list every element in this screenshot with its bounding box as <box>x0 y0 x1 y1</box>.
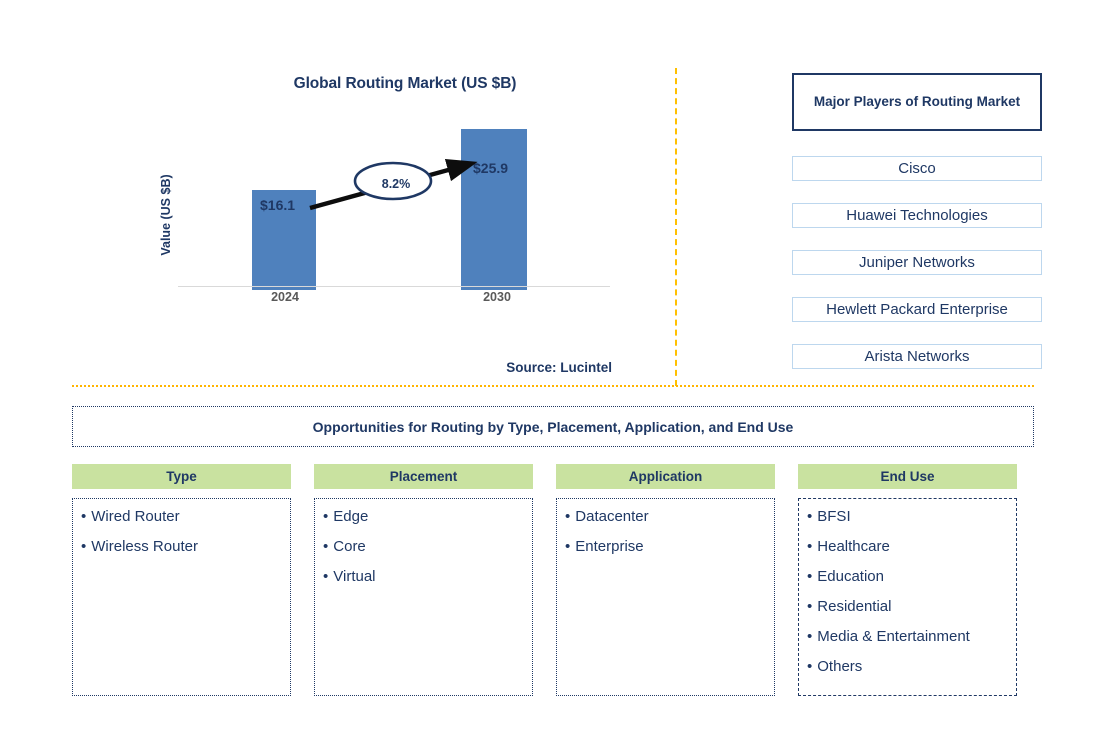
list-item: •BFSI <box>807 509 1008 524</box>
bar-chart: Value (US $B) <box>159 129 613 290</box>
list-item-label: Datacenter <box>575 508 649 525</box>
opportunity-column-end-use: End Use •BFSI •Healthcare •Education •Re… <box>798 464 1017 696</box>
bullet-icon: • <box>807 598 813 615</box>
list-item-label: Enterprise <box>575 538 644 555</box>
list-item-label: Media & Entertainment <box>817 628 970 645</box>
list-item: •Edge <box>323 509 524 524</box>
list-item-label: Others <box>817 658 863 675</box>
opportunities-banner: Opportunities for Routing by Type, Place… <box>72 406 1034 447</box>
list-item-label: Education <box>817 568 884 585</box>
column-header: Application <box>556 464 775 489</box>
list-item: •Enterprise <box>565 539 766 554</box>
list-item-label: Residential <box>817 598 892 615</box>
player-item[interactable]: Cisco <box>792 156 1042 181</box>
bar-value-2024: $16.1 <box>260 197 296 213</box>
player-item[interactable]: Hewlett Packard Enterprise <box>792 297 1042 322</box>
chart-title: Global Routing Market (US $B) <box>293 75 517 92</box>
list-item-label: Wireless Router <box>91 538 198 555</box>
player-item[interactable]: Arista Networks <box>792 344 1042 369</box>
source-label: Source: Lucintel <box>506 360 612 375</box>
player-item[interactable]: Huawei Technologies <box>792 203 1042 228</box>
bullet-icon: • <box>807 658 813 675</box>
list-item: •Education <box>807 569 1008 584</box>
column-header: End Use <box>798 464 1017 489</box>
major-players-panel: Major Players of Routing Market Cisco Hu… <box>792 73 1042 369</box>
x-tick-2030: 2030 <box>483 290 511 304</box>
column-body: •Edge •Core •Virtual <box>314 498 533 696</box>
bullet-icon: • <box>323 568 329 585</box>
list-item: •Residential <box>807 599 1008 614</box>
list-item: •Media & Entertainment <box>807 629 1008 644</box>
column-body: •BFSI •Healthcare •Education •Residentia… <box>798 498 1017 696</box>
opportunity-column-application: Application •Datacenter •Enterprise <box>556 464 775 696</box>
bullet-icon: • <box>323 508 329 525</box>
column-body: •Datacenter •Enterprise <box>556 498 775 696</box>
bullet-icon: • <box>81 538 87 555</box>
list-item-label: BFSI <box>817 508 851 525</box>
column-header: Placement <box>314 464 533 489</box>
bullet-icon: • <box>81 508 87 525</box>
list-item: •Healthcare <box>807 539 1008 554</box>
bar-2030 <box>461 129 527 290</box>
list-item-label: Healthcare <box>817 538 890 555</box>
list-item-label: Virtual <box>333 568 376 585</box>
list-item-label: Edge <box>333 508 369 525</box>
bullet-icon: • <box>807 568 813 585</box>
column-header: Type <box>72 464 291 489</box>
column-body: •Wired Router •Wireless Router <box>72 498 291 696</box>
list-item: •Datacenter <box>565 509 766 524</box>
bar-value-2030: $25.9 <box>473 160 509 176</box>
vertical-divider <box>675 68 677 386</box>
bullet-icon: • <box>323 538 329 555</box>
bullet-icon: • <box>807 508 813 525</box>
x-tick-2024: 2024 <box>271 290 299 304</box>
list-item: •Core <box>323 539 524 554</box>
cagr-label: 8.2% <box>381 177 411 191</box>
opportunity-columns: Type •Wired Router •Wireless Router Plac… <box>72 464 1034 696</box>
list-item: •Others <box>807 659 1008 674</box>
bar-2024 <box>252 189 316 290</box>
x-axis-line <box>178 286 610 287</box>
bullet-icon: • <box>565 538 571 555</box>
opportunity-column-placement: Placement •Edge •Core •Virtual <box>314 464 533 696</box>
bullet-icon: • <box>807 538 813 555</box>
list-item: •Wired Router <box>81 509 282 524</box>
player-item[interactable]: Juniper Networks <box>792 250 1042 275</box>
list-item-label: Core <box>333 538 366 555</box>
list-item: •Virtual <box>323 569 524 584</box>
bullet-icon: • <box>565 508 571 525</box>
y-axis-label: Value (US $B) <box>159 174 173 256</box>
major-players-header: Major Players of Routing Market <box>792 73 1042 131</box>
list-item: •Wireless Router <box>81 539 282 554</box>
opportunity-column-type: Type •Wired Router •Wireless Router <box>72 464 291 696</box>
bullet-icon: • <box>807 628 813 645</box>
cagr-arrow-icon <box>309 159 478 211</box>
list-item-label: Wired Router <box>91 508 180 525</box>
horizontal-divider <box>72 385 1034 387</box>
